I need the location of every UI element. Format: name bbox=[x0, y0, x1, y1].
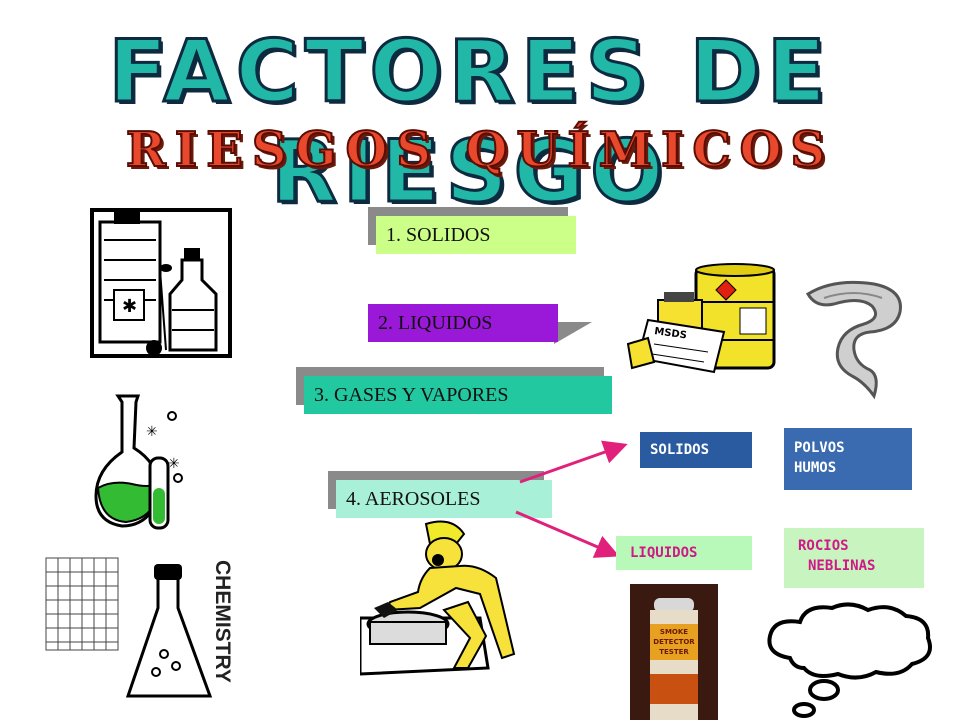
arrow-to-liquidos bbox=[515, 510, 620, 558]
category-gases-label: 3. GASES Y VAPORES bbox=[304, 376, 612, 414]
flask-green-illustration: ✳ ✳ bbox=[94, 394, 183, 530]
arrows bbox=[515, 440, 628, 558]
category-solidos-label: 1. SOLIDOS bbox=[376, 216, 576, 254]
neblinas-label: NEBLINAS bbox=[808, 558, 876, 574]
spray-can-icon: SMOKE DETECTOR TESTER bbox=[650, 598, 698, 720]
spray-can-photo: SMOKE DETECTOR TESTER bbox=[630, 584, 718, 720]
svg-text:✳: ✳ bbox=[168, 456, 180, 472]
category-aerosoles: 4. AEROSOLES bbox=[328, 471, 552, 518]
category-solidos: 1. SOLIDOS bbox=[368, 207, 576, 254]
can-label-2: DETECTOR bbox=[653, 638, 695, 646]
humos-label: HUMOS bbox=[794, 460, 837, 476]
page-subtitle: RIESGOS QUÍMICOS bbox=[125, 121, 835, 179]
rocios-label: ROCIOS bbox=[798, 538, 849, 554]
category-liquidos-label: 2. LIQUIDOS bbox=[368, 304, 558, 342]
can-label-1: SMOKE bbox=[660, 628, 688, 636]
cloud-illustration bbox=[767, 602, 932, 718]
aerosol-liquidos-label: LIQUIDOS bbox=[616, 536, 752, 570]
chemical-bottles-illustration: ✱ bbox=[90, 208, 232, 358]
polvos-humos-box: POLVOS HUMOS bbox=[784, 428, 912, 490]
chemical-drum-illustration: MSDS bbox=[626, 263, 776, 374]
chemistry-label: CHEMISTRY bbox=[211, 560, 234, 683]
hazmat-worker-illustration bbox=[360, 520, 516, 676]
category-shadow bbox=[554, 322, 592, 344]
polvos-label: POLVOS bbox=[794, 440, 845, 456]
category-aerosoles-label: 4. AEROSOLES bbox=[336, 480, 552, 518]
rocios-neblinas-box: ROCIOS NEBLINAS bbox=[784, 528, 924, 588]
category-liquidos: 2. LIQUIDOS bbox=[368, 304, 592, 344]
can-label-3: TESTER bbox=[659, 648, 689, 656]
gas-smoke-illustration bbox=[805, 280, 902, 400]
page-title: FACTORES DE RIESGO bbox=[107, 21, 832, 224]
svg-text:✳: ✳ bbox=[146, 424, 158, 440]
chemistry-book-illustration: CHEMISTRY bbox=[45, 557, 234, 698]
svg-text:✱: ✱ bbox=[122, 296, 137, 317]
aerosol-solidos-label: SOLIDOS bbox=[640, 432, 752, 468]
arrow-to-solidos bbox=[519, 440, 628, 484]
msds-label: MSDS bbox=[654, 326, 688, 341]
category-gases: 3. GASES Y VAPORES bbox=[296, 367, 612, 414]
